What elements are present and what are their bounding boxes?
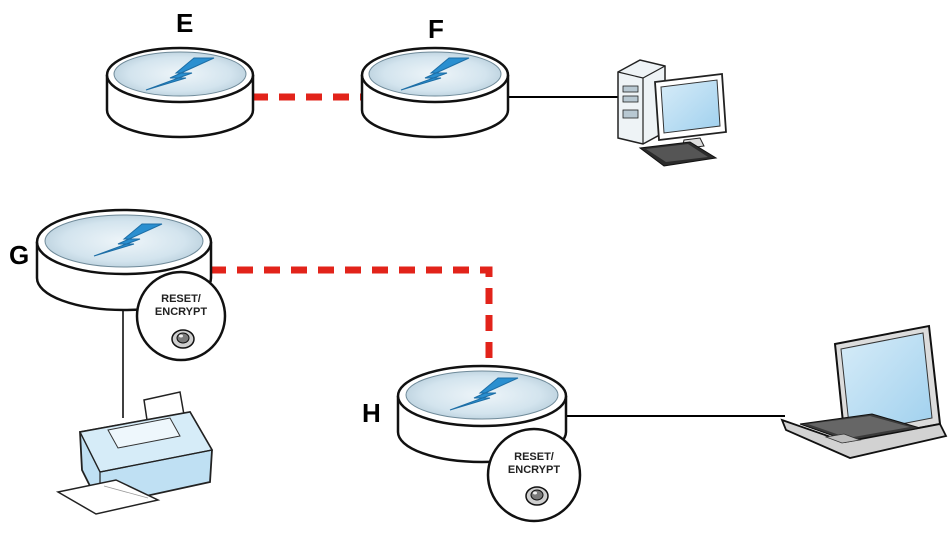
adapter-f (360, 46, 510, 139)
wireless-link-g-h (210, 266, 493, 372)
node-label-f: F (428, 14, 444, 44)
reset-encrypt-button-icon (171, 329, 195, 349)
laptop-icon (780, 324, 948, 459)
encrypt-label-g: ENCRYPT (155, 306, 207, 318)
node-label-e: E (176, 8, 193, 38)
reset-encrypt-button-icon (525, 486, 549, 506)
printer-icon (55, 391, 214, 515)
node-label-g: G (9, 240, 29, 270)
adapter-e (105, 46, 255, 139)
reset-label-h: RESET/ (514, 451, 554, 463)
reset-encrypt-button-h[interactable]: RESET/ ENCRYPT (486, 427, 582, 523)
reset-encrypt-button-g[interactable]: RESET/ ENCRYPT (135, 270, 227, 362)
desktop-computer-icon (617, 59, 727, 167)
encrypt-label-h: ENCRYPT (508, 464, 560, 476)
node-label-h: H (362, 398, 381, 428)
reset-label-g: RESET/ (161, 293, 201, 305)
adapter-h (396, 364, 568, 464)
